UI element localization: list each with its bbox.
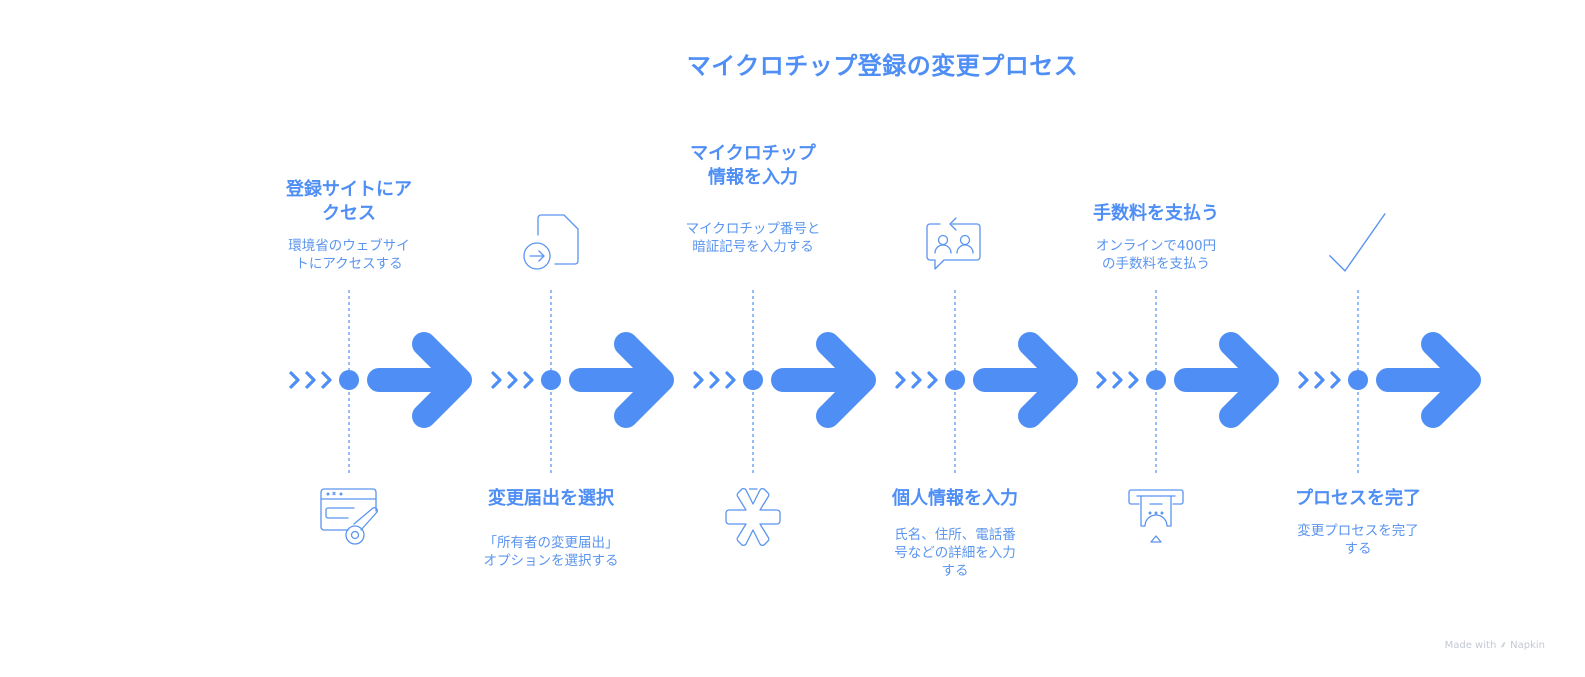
chevron-icon — [1298, 371, 1309, 389]
step-arrow-icon — [1376, 332, 1481, 428]
step-arrow-icon — [569, 332, 674, 428]
browser-key-icon — [320, 488, 378, 545]
chevron-icon — [709, 371, 720, 389]
step-4-desc-line: 氏名、住所、電話番 — [894, 527, 1016, 543]
step-1-title-line: 登録サイトにア — [286, 179, 412, 200]
chevron-icon — [895, 371, 906, 389]
step-2-desc: 「所有者の変更届出」 オプションを選択する — [461, 534, 641, 570]
step-4-desc-line: 号などの詳細を入力 — [894, 545, 1016, 561]
step-5-title: 手数料を支払う — [1066, 202, 1246, 226]
step-3-desc-line: 暗証記号を入力する — [692, 239, 814, 255]
users-chat-icon — [926, 217, 981, 270]
chevron-icon — [911, 371, 922, 389]
document-arrow-icon — [523, 214, 579, 270]
chevron-icon — [1128, 371, 1139, 389]
step-3-title-line: 情報を入力 — [708, 167, 798, 188]
step-2-title: 変更届出を選択 — [461, 487, 641, 511]
chevron-icon — [523, 371, 534, 389]
step-2-desc-line: オプションを選択する — [483, 553, 619, 569]
chevron-icon — [289, 371, 300, 389]
step-1-desc-line: トにアクセスする — [295, 256, 403, 272]
step-1-desc-line: 環境省のウェブサイ — [288, 238, 410, 254]
chevron-icon — [1314, 371, 1325, 389]
step-3-desc-line: マイクロチップ番号と — [685, 221, 821, 237]
step-4-desc: 氏名、住所、電話番 号などの詳細を入力 する — [875, 526, 1035, 580]
step-arrow-icon — [367, 332, 472, 428]
step-1-title-line: クセス — [322, 203, 376, 224]
asterisk-icon — [725, 488, 781, 546]
step-5-desc-line: オンラインで400円 — [1095, 238, 1217, 254]
step-2-title-line: 変更届出を選択 — [488, 488, 614, 509]
step-4-title-line: 個人情報を入力 — [892, 488, 1018, 509]
receipt-payment-icon — [1128, 489, 1184, 543]
chevron-icon — [1112, 371, 1123, 389]
step-3-title-line: マイクロチップ — [690, 143, 816, 164]
step-node — [1146, 370, 1166, 390]
step-3-title: マイクロチップ 情報を入力 — [663, 142, 843, 190]
chevron-icon — [693, 371, 704, 389]
napkin-credit: Made with ⸙ Napkin — [1444, 640, 1545, 651]
step-3-desc: マイクロチップ番号と 暗証記号を入力する — [663, 220, 843, 256]
step-node — [541, 370, 561, 390]
chevron-icon — [725, 371, 736, 389]
chevron-icon — [1096, 371, 1107, 389]
step-2-desc-line: 「所有者の変更届出」 — [483, 535, 619, 551]
step-node — [945, 370, 965, 390]
chevron-icon — [507, 371, 518, 389]
chevron-icon — [491, 371, 502, 389]
chevron-icon — [321, 371, 332, 389]
step-6-desc-line: 変更プロセスを完了 — [1297, 523, 1419, 539]
step-4-title: 個人情報を入力 — [865, 487, 1045, 511]
chevron-icon — [1330, 371, 1341, 389]
step-arrow-icon — [1174, 332, 1279, 428]
step-6-title: プロセスを完了 — [1268, 487, 1448, 511]
step-5-desc-line: の手数料を支払う — [1102, 256, 1210, 272]
step-6-desc: 変更プロセスを完了 する — [1278, 522, 1438, 558]
checkmark-icon — [1329, 213, 1386, 272]
step-1-desc: 環境省のウェブサイ トにアクセスする — [269, 237, 429, 273]
step-1-title: 登録サイトにア クセス — [259, 178, 439, 226]
step-6-desc-line: する — [1344, 541, 1372, 557]
step-6-title-line: プロセスを完了 — [1295, 488, 1421, 509]
step-arrow-icon — [771, 332, 876, 428]
step-node — [339, 370, 359, 390]
step-node — [743, 370, 763, 390]
step-node — [1348, 370, 1368, 390]
step-arrow-icon — [973, 332, 1078, 428]
step-4-desc-line: する — [941, 563, 969, 579]
chevron-icon — [927, 371, 938, 389]
chevron-icon — [305, 371, 316, 389]
step-5-title-line: 手数料を支払う — [1093, 203, 1219, 224]
step-5-desc: オンラインで400円 の手数料を支払う — [1076, 237, 1236, 273]
diagram-title: マイクロチップ登録の変更プロセス — [686, 52, 1079, 80]
